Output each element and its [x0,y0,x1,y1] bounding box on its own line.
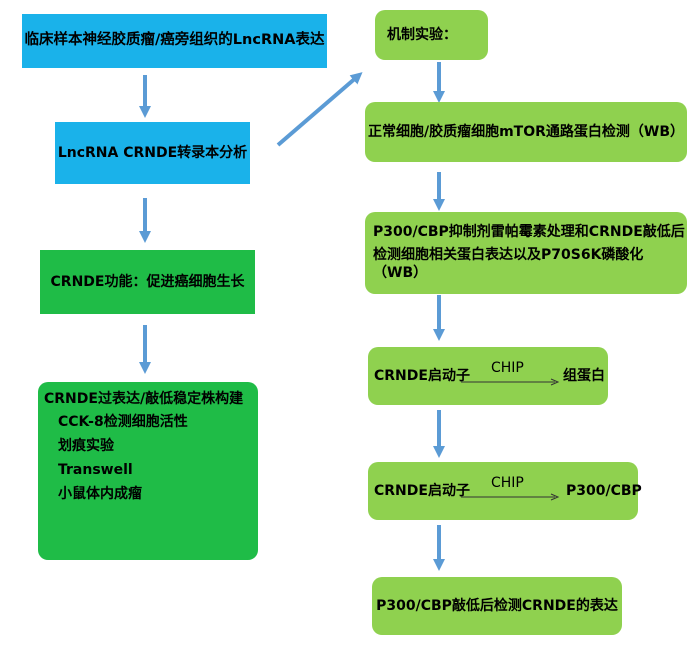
stable-line-title: CRNDE过表达/敲低稳定株构建 [44,391,244,407]
p300-knockdown-box: P300/CBP敲低后检测CRNDE的表达 [372,577,622,635]
chip-p300-relation: CRNDE启动子 CHIP P300/CBP [368,462,642,520]
chip-histone-arrow [461,378,560,386]
chip-histone-label: CHIP [491,360,524,376]
mechanism-text: 机制实验： [387,26,457,43]
assay-item-xenograft: 小鼠体内成瘤 [58,485,142,502]
crnde-function-text: CRNDE功能：促进癌细胞生长 [50,273,245,290]
chip-p300-subject: CRNDE启动子 [374,483,470,499]
chip-p300-object: P300/CBP [566,483,642,499]
sample-expression-text: 临床样本神经胶质瘤/癌旁组织的LncRNA表达 [24,32,325,49]
crnde-function-box: CRNDE功能：促进癌细胞生长 [40,250,255,314]
assay-item-scratch: 划痕实验 [58,437,114,454]
mtor-detection-box: 正常细胞/胶质瘤细胞mTOR通路蛋白检测（WB） [365,102,687,162]
mtor-detection-text: 正常细胞/胶质瘤细胞mTOR通路蛋白检测（WB） [367,123,685,140]
transcript-analysis-text: LncRNA CRNDE转录本分析 [57,144,248,161]
chip-histone-box: CRNDE启动子 CHIP 组蛋白 [368,347,608,405]
inhibitor-treatment-line2: 检测细胞相关蛋白表达以及P70S6K磷酸化（WB） [373,246,644,282]
chip-histone-relation: CRNDE启动子 CHIP 组蛋白 [368,347,608,405]
chip-p300-label: CHIP [491,475,524,491]
chip-p300-arrow [461,493,560,501]
p300-knockdown-text: P300/CBP敲低后检测CRNDE的表达 [376,597,618,614]
assay-item-transwell: Transwell [58,461,133,478]
stable-line-box: CRNDE过表达/敲低稳定株构建 CCK-8检测细胞活性 划痕实验 Transw… [38,382,258,560]
inhibitor-treatment-line1: P300/CBP抑制剂雷帕霉素处理和CRNDE敲低后 [373,223,685,240]
mechanism-box: 机制实验： [375,10,488,60]
transcript-analysis-box: LncRNA CRNDE转录本分析 [55,122,250,184]
assay-item-cck8: CCK-8检测细胞活性 [58,413,188,430]
sample-expression-box: 临床样本神经胶质瘤/癌旁组织的LncRNA表达 [22,14,327,68]
chip-p300-box: CRNDE启动子 CHIP P300/CBP [368,462,642,520]
chip-histone-object: 组蛋白 [563,368,605,384]
chip-histone-subject: CRNDE启动子 [374,368,470,384]
arrow-diagonal [276,72,363,147]
inhibitor-treatment-box: P300/CBP抑制剂雷帕霉素处理和CRNDE敲低后 检测细胞相关蛋白表达以及P… [365,212,687,294]
